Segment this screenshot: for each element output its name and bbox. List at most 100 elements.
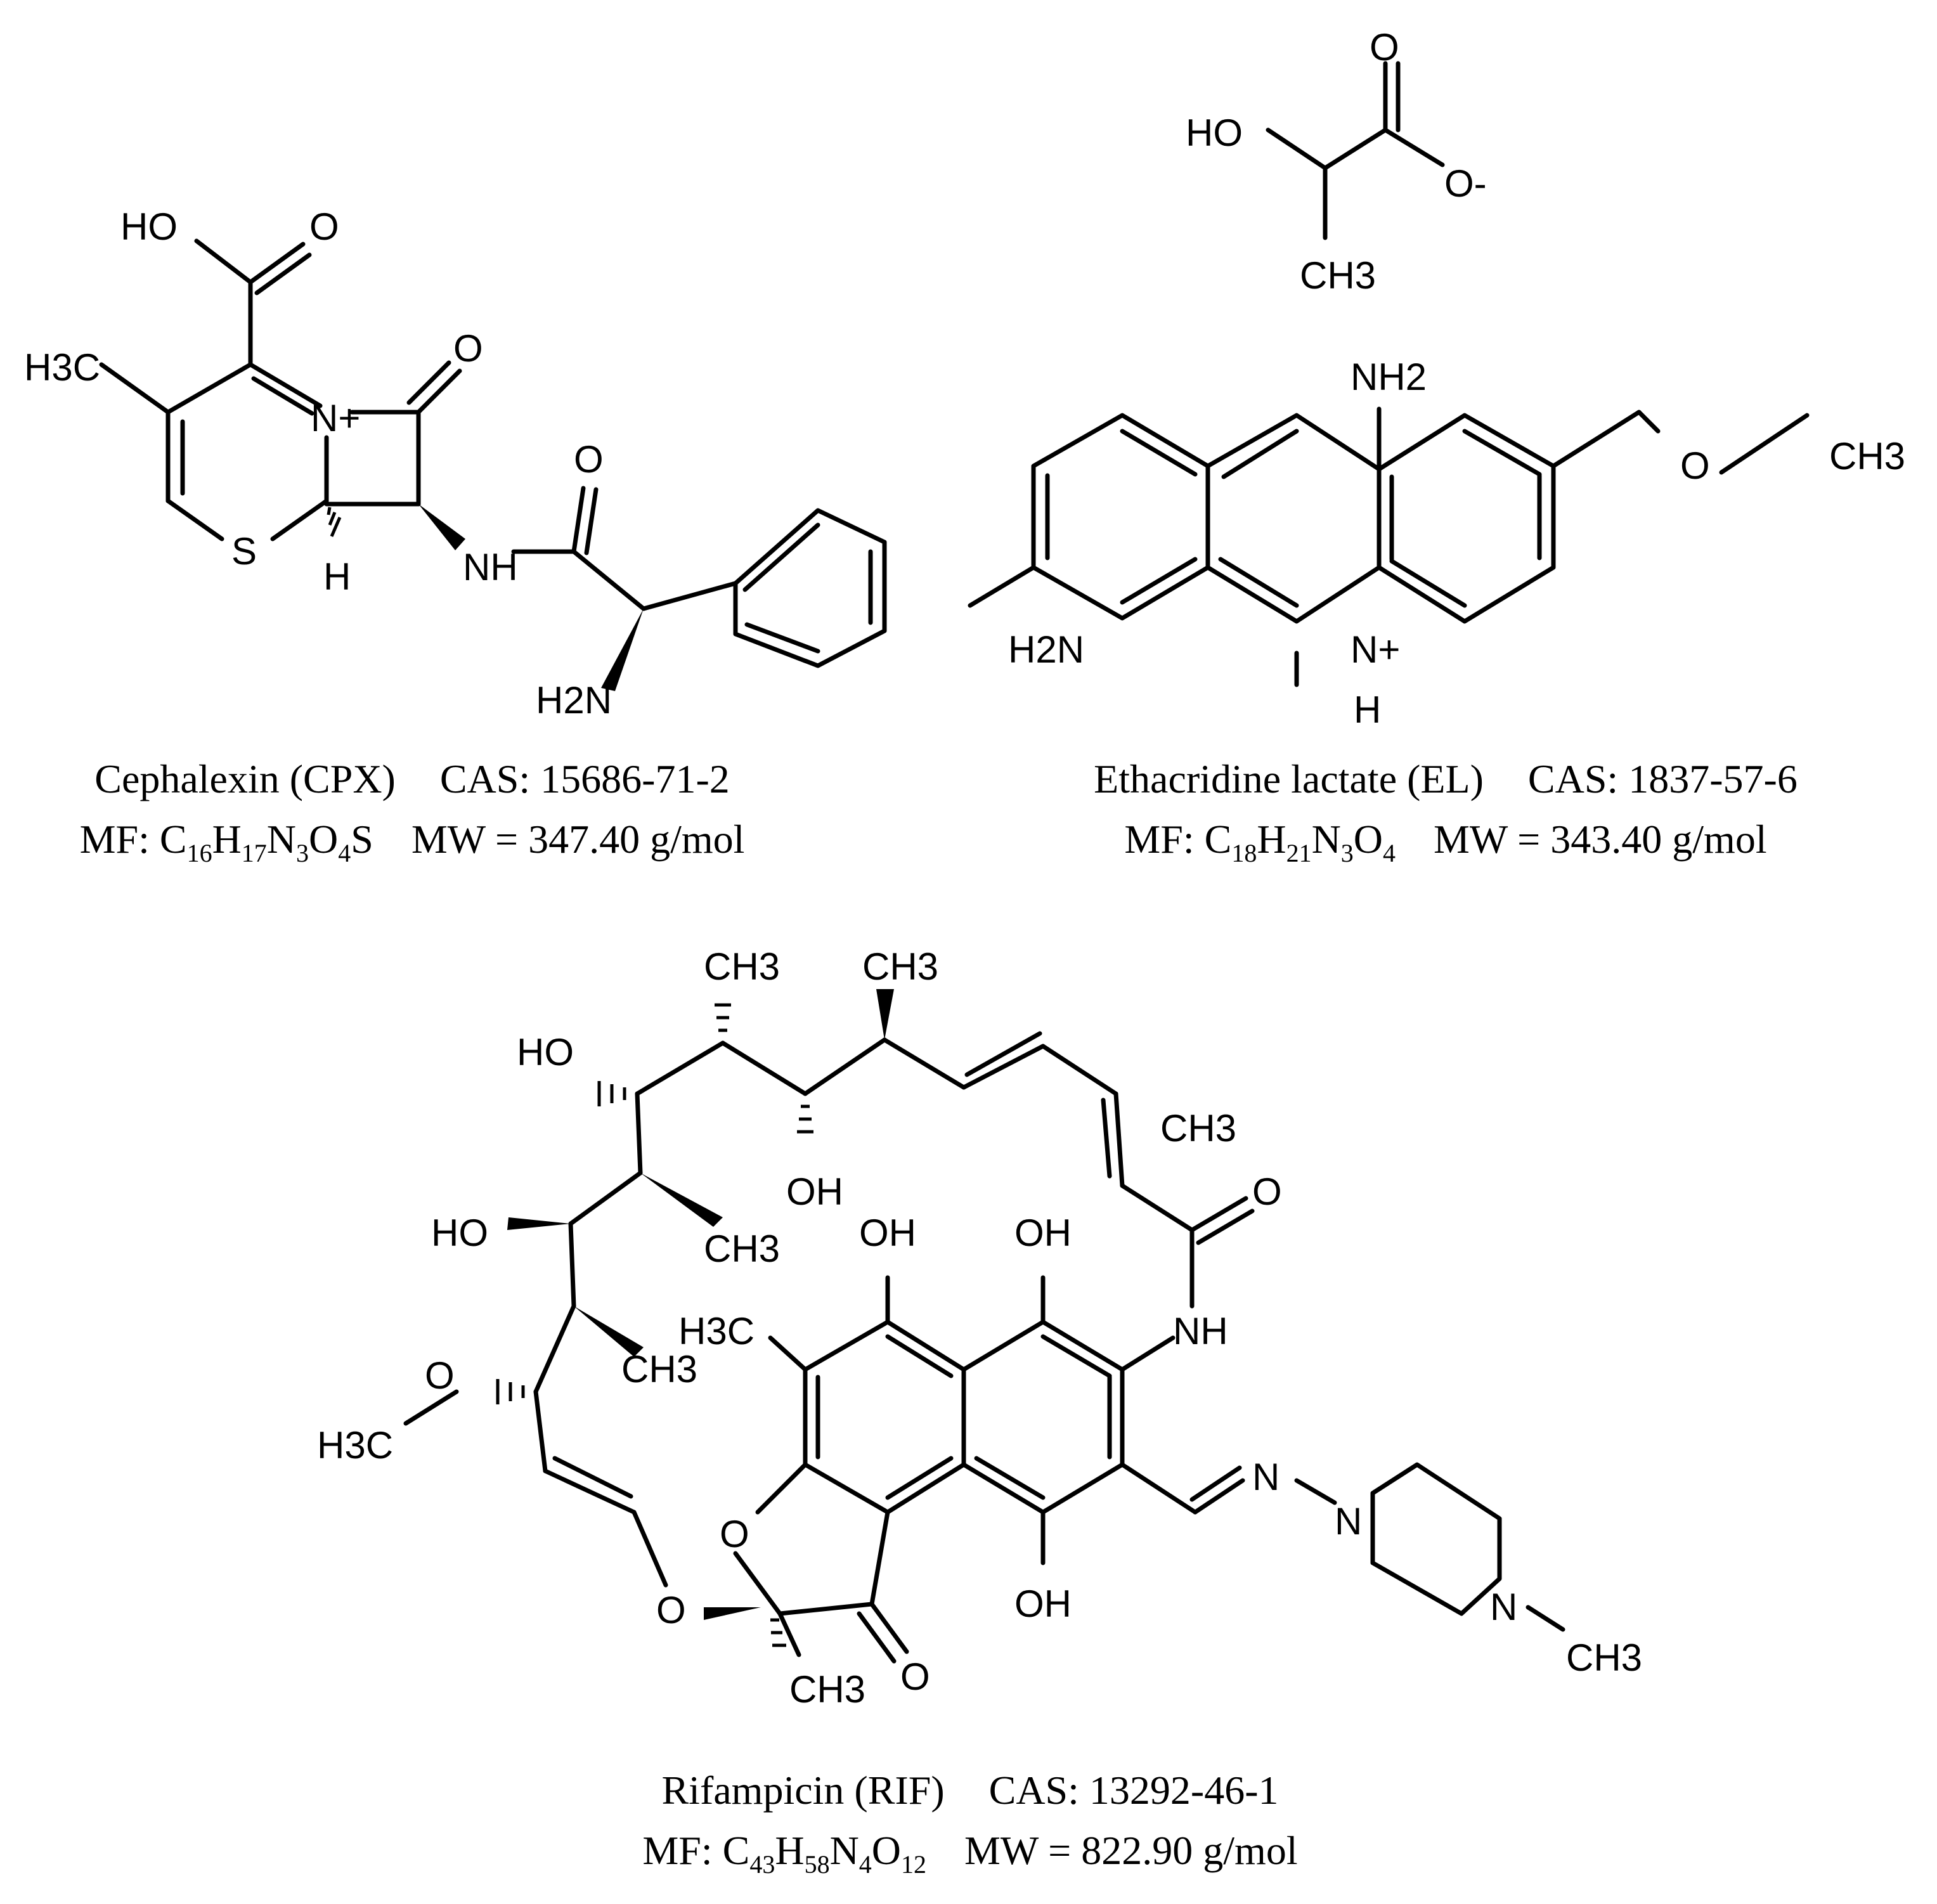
- atom-label: S: [231, 530, 257, 573]
- atom-label: OH: [1014, 1583, 1072, 1625]
- atom-label: CH3: [704, 1227, 780, 1270]
- mf-label: MF:: [1124, 817, 1194, 862]
- ethacridine-lactate-structure: HO O O- CH3 NH2 O CH3 H2N N+ H: [968, 26, 1905, 731]
- formula-subscript: 18: [1231, 839, 1257, 867]
- svg-text:MF: C43​H58​N4​O12​MW = 822.90: MF: C43​H58​N4​O12​MW = 822.90 g/mol: [642, 1828, 1297, 1879]
- formula-element: H: [1257, 817, 1286, 862]
- formula-element: C: [160, 817, 187, 862]
- compound-name: Cephalexin (CPX): [94, 756, 396, 801]
- svg-text:Rifampicin (RIF)CAS: 13292-46-: Rifampicin (RIF) CAS: 13292-46-1: [661, 1768, 1278, 1813]
- formula-element: H: [212, 817, 242, 862]
- atom-label: O: [656, 1589, 686, 1631]
- formula-subscript: 58: [805, 1850, 830, 1879]
- molecular-formula: C16​H17​N3​O4​S: [160, 817, 373, 867]
- formula-element: O: [872, 1828, 901, 1873]
- atom-label: CH3: [621, 1348, 697, 1390]
- rif-atom-labels: CH3 CH3 HO OH CH3 O HO CH3 OH OH H3C NH …: [317, 945, 1642, 1711]
- formula-element: N: [1312, 817, 1341, 862]
- atom-label: OH: [859, 1212, 916, 1254]
- atom-label: O-: [1444, 162, 1487, 205]
- mf-label: MF:: [80, 817, 150, 862]
- atom-label: H3C: [678, 1310, 755, 1352]
- formula-element: S: [351, 817, 373, 862]
- atom-label: O: [425, 1354, 455, 1397]
- formula-subscript: 21: [1286, 839, 1312, 867]
- atom-label: OH: [1014, 1212, 1072, 1254]
- molecular-formula: C18​H21​N3​O4​: [1205, 817, 1396, 867]
- rifampicin-caption: Rifampicin (RIF)CAS: 13292-46-1 MF: C43​…: [642, 1768, 1297, 1879]
- molecular-weight: MW = 343.40 g/mol: [1434, 817, 1767, 862]
- formula-element: N: [830, 1828, 859, 1873]
- ethacridine-caption: Ethacridine lactate (EL) CAS: 1837-57-6 M…: [1094, 756, 1798, 867]
- el-atom-labels: HO O O- CH3 NH2 O CH3 H2N N+ H: [1008, 26, 1905, 731]
- atom-label: CH3: [1566, 1636, 1642, 1679]
- cephalexin-caption: Cephalexin (CPX) CAS: 15686-71-2 MF: C16​…: [80, 756, 745, 867]
- formula-subscript: 16: [187, 839, 212, 867]
- formula-subscript: 3: [296, 839, 309, 867]
- atom-label: O: [453, 327, 483, 370]
- formula-element: O: [1354, 817, 1383, 862]
- compound-name: Rifampicin (RIF): [661, 1768, 944, 1813]
- formula-subscript: 3: [1341, 839, 1354, 867]
- atom-label: O: [1680, 444, 1710, 487]
- atom-label: CH3: [704, 945, 780, 988]
- atom-label: NH2: [1351, 356, 1427, 398]
- atom-label: HO: [431, 1212, 488, 1254]
- atom-label: H3C: [24, 346, 100, 389]
- atom-label: O: [720, 1513, 749, 1555]
- cpx-atom-labels: HO O H3C N+ O S H NH O H2N: [24, 205, 612, 722]
- formula-subscript: 12: [901, 1850, 926, 1879]
- svg-text:MF: C18​H21​N3​O4​MW = 343.40: MF: C18​H21​N3​O4​ MW = 343.40 g/mol: [1124, 817, 1766, 867]
- atom-label: H: [323, 555, 351, 598]
- atom-label: CH3: [1160, 1107, 1236, 1150]
- formula-element: N: [267, 817, 296, 862]
- atom-label: N: [1252, 1456, 1279, 1498]
- molecular-weight: MW = 822.90 g/mol: [964, 1828, 1298, 1873]
- svg-text:MF: C16​H17​N3​O4​SMW = 347.40: MF: C16​H17​N3​O4​S MW = 347.40 g/mol: [80, 817, 745, 867]
- cas-number: CAS: 1837-57-6: [1528, 756, 1798, 801]
- atom-label: O: [309, 205, 339, 248]
- atom-label: O: [574, 438, 604, 481]
- atom-label: CH3: [1300, 254, 1376, 297]
- atom-label: N+: [311, 397, 360, 439]
- cas-number: CAS: 15686-71-2: [440, 756, 730, 801]
- atom-label: HO: [120, 205, 178, 248]
- compound-name: Ethacridine lactate (EL): [1094, 756, 1484, 801]
- formula-subscript: 17: [242, 839, 267, 867]
- atom-label: N: [1335, 1500, 1362, 1543]
- atom-label: CH3: [862, 945, 938, 988]
- svg-text:Ethacridine lactate (EL)CAS: 1: Ethacridine lactate (EL) CAS: 1837-57-6: [1094, 756, 1798, 801]
- stereo-hashes: [496, 1003, 813, 1647]
- atom-label: NH: [1173, 1310, 1228, 1352]
- atom-label: O: [1370, 26, 1399, 68]
- formula-subscript: 43: [749, 1850, 775, 1879]
- formula-element: H: [775, 1828, 804, 1873]
- cephalexin-structure: HO O H3C N+ O S H NH O H2N: [24, 205, 887, 722]
- svg-text:Cephalexin (CPX)CAS: 15686-71-: Cephalexin (CPX) CAS: 15686-71-2: [94, 756, 730, 801]
- atom-label: H2N: [536, 679, 612, 722]
- atom-label: CH3: [1829, 435, 1905, 477]
- atom-label: CH3: [789, 1668, 865, 1711]
- atom-label: N: [1490, 1586, 1517, 1628]
- atom-label: OH: [786, 1170, 843, 1213]
- cas-number: CAS: 13292-46-1: [989, 1768, 1279, 1813]
- atom-label: HO: [517, 1031, 574, 1073]
- atom-label: H2N: [1008, 628, 1084, 671]
- atom-label: H3C: [317, 1424, 393, 1467]
- atom-label: H: [1354, 689, 1381, 731]
- rifampicin-structure: CH3 CH3 HO OH CH3 O HO CH3 OH OH H3C NH …: [317, 945, 1642, 1711]
- formula-element: O: [309, 817, 338, 862]
- formula-subscript: 4: [1383, 839, 1396, 867]
- molecular-formula: C43​H58​N4​O12​: [723, 1828, 926, 1879]
- molecular-weight: MW = 347.40 g/mol: [411, 817, 745, 862]
- atom-label: O: [1252, 1170, 1282, 1213]
- atom-label: HO: [1186, 112, 1243, 154]
- mf-label: MF:: [642, 1828, 712, 1873]
- formula-subscript: 4: [338, 839, 351, 867]
- formula-subscript: 4: [859, 1850, 872, 1879]
- atom-label: NH: [463, 546, 518, 588]
- atom-label: O: [900, 1655, 930, 1698]
- formula-element: C: [1205, 817, 1232, 862]
- formula-element: C: [723, 1828, 750, 1873]
